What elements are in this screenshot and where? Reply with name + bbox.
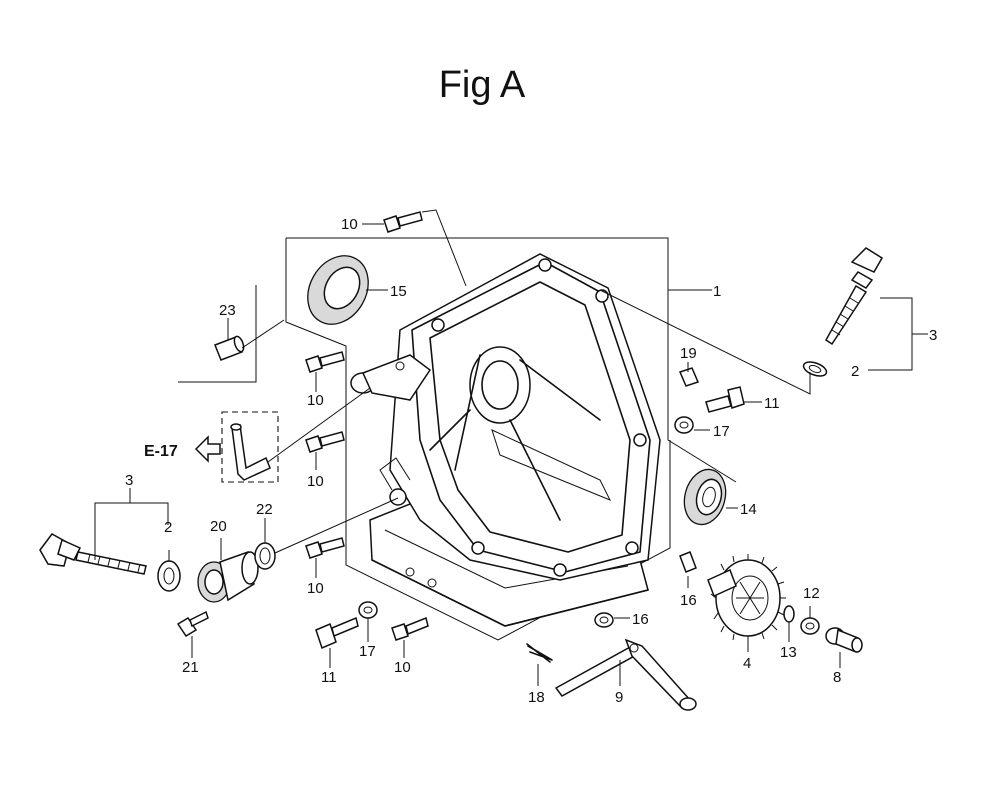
label-3-right: 3 [929, 327, 937, 344]
gear-shaft [825, 627, 863, 654]
oil-filler-neck [197, 550, 259, 603]
leader-lines [94, 209, 928, 686]
label-11-right: 11 [764, 395, 780, 412]
clip-13 [783, 605, 795, 623]
bolt-10-bottom [391, 616, 429, 641]
bolt-10-c [305, 537, 345, 559]
label-10-top: 10 [341, 216, 358, 233]
part-labels: 10 15 1 3 2 23 10 19 11 17 10 14 3 2 20 … [125, 216, 937, 706]
crankcase [350, 253, 661, 627]
label-10-b: 10 [307, 473, 324, 490]
flange-bolt-bottom [315, 616, 359, 650]
breather-tube [230, 423, 271, 481]
governor-gear [707, 554, 786, 642]
label-13: 13 [780, 644, 797, 661]
bolt-10-a [305, 351, 345, 373]
dowel-19 [678, 367, 700, 387]
label-23: 23 [219, 302, 236, 319]
bolt-10-b [305, 431, 345, 453]
washer-right [674, 416, 694, 434]
washer-bottom [358, 601, 378, 619]
separator-line-left [178, 285, 257, 383]
cotter-pin [526, 643, 553, 663]
governor-arm [554, 638, 697, 711]
label-10-c: 10 [307, 580, 324, 597]
label-3-left: 3 [125, 472, 133, 489]
label-9: 9 [615, 689, 623, 706]
o-ring-left [157, 560, 181, 592]
label-10-bottom: 10 [394, 659, 411, 676]
label-14: 14 [740, 501, 757, 518]
label-8: 8 [833, 669, 841, 686]
o-ring-22 [254, 542, 276, 570]
breather-tube-box [221, 411, 279, 483]
oil-seal [307, 255, 369, 325]
assembly-boundary-line [285, 237, 737, 641]
washer-12 [800, 617, 820, 635]
label-2-right: 2 [851, 363, 859, 380]
o-ring-right [802, 361, 828, 377]
label-12: 12 [803, 585, 820, 602]
label-20: 20 [210, 518, 227, 535]
figure-title: Fig A [439, 64, 526, 106]
reference-arrow-icon [194, 435, 221, 463]
dowel-pin [214, 335, 245, 361]
label-17-bottom: 17 [359, 643, 376, 660]
dipstick-left [39, 533, 147, 575]
label-4: 4 [743, 655, 751, 672]
label-10-a: 10 [307, 392, 324, 409]
dipstick-right [825, 247, 884, 346]
label-19: 19 [680, 345, 697, 362]
bolt-10-top [383, 211, 423, 233]
label-22: 22 [256, 501, 273, 518]
label-15: 15 [390, 283, 407, 300]
label-2-left: 2 [164, 519, 172, 536]
ball-bearing [683, 468, 727, 526]
label-18: 18 [528, 689, 545, 706]
label-21: 21 [182, 659, 199, 676]
label-17-right: 17 [713, 423, 730, 440]
label-16-right: 16 [680, 592, 697, 609]
reference-label: E-17 [144, 443, 178, 460]
label-1: 1 [713, 283, 721, 300]
washer-16-right [679, 551, 697, 573]
flange-bolt-right [705, 386, 745, 413]
label-11-bottom: 11 [321, 669, 337, 686]
washer-16-center [594, 612, 614, 628]
bolt-21 [176, 610, 209, 638]
e17-reference: E-17 [144, 435, 221, 463]
label-16-center: 16 [632, 611, 649, 628]
